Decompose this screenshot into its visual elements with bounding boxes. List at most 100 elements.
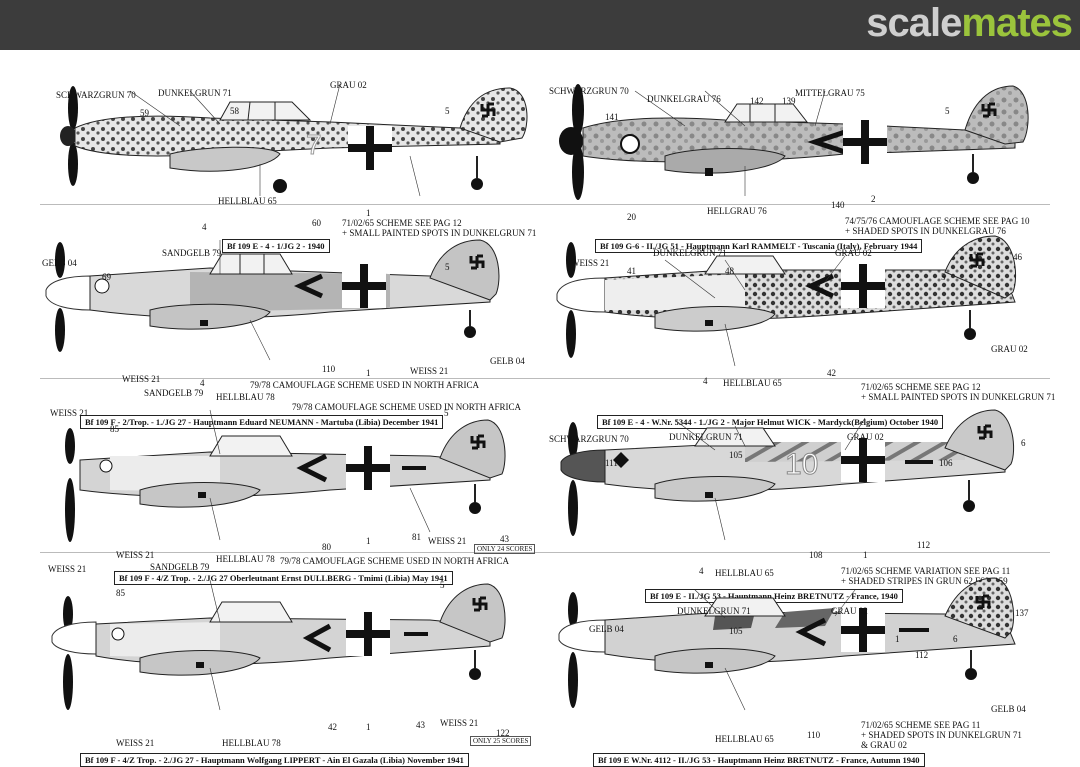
color-callout: HELLGRAU 76 — [707, 206, 767, 216]
color-callout: HELLBLAU 65 — [218, 196, 277, 206]
stencil-number: 142 — [750, 96, 764, 106]
stencil-number: 4 — [202, 222, 207, 232]
color-callout: GRAU 02 — [831, 606, 868, 616]
svg-text:10: 10 — [785, 448, 818, 481]
stencil-number: 81 — [412, 532, 421, 542]
stencil-number: 4 — [200, 378, 205, 388]
color-callout: GELB 04 — [589, 624, 624, 634]
aircraft-panel-2: SCHWARZGRUN 70 DUNKELGRAU 76 MITTELGRAU … — [545, 36, 1065, 253]
stencil-number: 4 — [699, 566, 704, 576]
stencil-number: 1 — [366, 536, 371, 546]
stencil-number: 122 — [496, 728, 510, 738]
top-banner: scalemates — [0, 0, 1080, 50]
instruction-sheet: 7 SCHWARZGRUN 70 DUNKELGRUN 71 GRAU 02 H… — [0, 50, 1080, 767]
aircraft-profile-5 — [65, 409, 506, 542]
aircraft-profile-6: 10 — [560, 409, 1015, 541]
stencil-number: 69 — [102, 272, 111, 282]
color-callout: GRAU 02 — [991, 344, 1028, 354]
color-callout: HELLBLAU 65 — [715, 568, 774, 578]
color-callout: SANDGELB 79 — [162, 248, 222, 258]
aircraft-panel-5: 79/78 CAMOUFLAGE SCHEME USED IN NORTH AF… — [30, 380, 550, 585]
aircraft-profile-7 — [51, 579, 506, 711]
stencil-number: 1 — [366, 722, 371, 732]
aircraft-profile-8 — [558, 577, 1016, 711]
color-callout: WEISS 21 — [571, 258, 610, 268]
svg-text:7: 7 — [306, 129, 322, 160]
stencil-number: 43 — [416, 720, 425, 730]
color-callout: WEISS 21 — [410, 366, 449, 376]
logo-mates-text: mates — [961, 1, 1073, 45]
color-callout: WEISS 21 — [48, 564, 87, 574]
aircraft-caption: Bf 109 F - 2/Trop. - 1./JG 27 - Hauptman… — [80, 415, 444, 429]
stencil-number: 105 — [729, 626, 743, 636]
color-callout: 79/78 CAMOUFLAGE SCHEME USED IN NORTH AF… — [250, 380, 479, 390]
stencil-number: 106 — [939, 458, 953, 468]
score-note: ONLY 25 SCORES — [470, 736, 532, 746]
stencil-number: 1 — [366, 208, 371, 218]
scheme-note: 71/02/65 SCHEME SEE PAG 11 — [861, 720, 981, 730]
aircraft-profile-2 — [559, 84, 1029, 200]
color-callout: GELB 04 — [991, 704, 1026, 714]
stencil-number: 5 — [945, 106, 950, 116]
color-callout: GRAU 02 — [847, 432, 884, 442]
score-note: ONLY 24 SCORES — [474, 544, 536, 554]
stencil-number: 105 — [729, 450, 743, 460]
stencil-number: 85 — [116, 588, 125, 598]
stencil-number: 48 — [725, 266, 734, 276]
color-callout: 79/78 CAMOUFLAGE SCHEME USED IN NORTH AF… — [280, 556, 509, 566]
stencil-number: 5 — [445, 106, 450, 116]
row-divider — [40, 378, 1050, 379]
stencil-number: 108 — [809, 550, 823, 560]
stencil-number: 1 — [895, 634, 900, 644]
stencil-number: 42 — [328, 722, 337, 732]
stencil-number: 1 — [863, 550, 868, 560]
stencil-number: 46 — [1013, 252, 1022, 262]
stencil-number: 2 — [871, 194, 876, 204]
scheme-note: 74/75/76 CAMOUFLAGE SCHEME SEE PAG 10 — [845, 216, 1030, 226]
logo-scale-text: scale — [866, 1, 962, 45]
color-callout: HELLBLAU 78 — [216, 554, 275, 564]
aircraft-panel-3: GELB 04 SANDGELB 79 WEISS 21 HELLBLAU 78… — [30, 210, 550, 429]
color-callout: GRAU 02 — [330, 80, 367, 90]
stencil-number: 42 — [827, 368, 836, 378]
scheme-note: + SMALL PAINTED SPOTS IN DUNKELGRUN 71 — [861, 392, 1056, 402]
stencil-number: 5 — [440, 580, 445, 590]
color-callout: SANDGELB 79 — [150, 562, 210, 572]
stencil-number: 60 — [312, 218, 321, 228]
stencil-number: 59 — [140, 108, 149, 118]
color-callout: SCHWARZGRUN 70 — [549, 434, 629, 444]
aircraft-profile-4 — [556, 235, 1016, 367]
aircraft-panel-4: WEISS 21 DUNKELGRUN 71 GRAU 02 HELLBLAU … — [545, 210, 1065, 429]
aircraft-caption: Bf 109 G-6 - II./JG 51 - Hauptmann Karl … — [595, 239, 923, 253]
aircraft-profile-1: 7 — [60, 83, 528, 197]
stencil-number: 110 — [322, 364, 336, 374]
color-callout: WEISS 21 — [116, 550, 155, 560]
aircraft-caption: Bf 109 E - 4 - W.Nr. 5344 - 1./JG 2 - Ma… — [597, 415, 944, 429]
color-callout: WEISS 21 — [50, 408, 89, 418]
color-callout: DUNKELGRUN 71 — [653, 248, 727, 258]
scheme-note: + SHADED STRIPES IN GRUN 62 FS34159 — [841, 576, 1008, 586]
color-callout: DUNKELGRUN 71 — [158, 88, 232, 98]
stencil-number: 5 — [941, 272, 946, 282]
stencil-number: 6 — [1021, 438, 1026, 448]
aircraft-caption: Bf 109 E - 4 - 1/JG 2 - 1940 — [222, 239, 330, 253]
scheme-note: + SHADED SPOTS IN DUNKELGRAU 76 — [845, 226, 1006, 236]
stencil-number: 112 — [915, 650, 929, 660]
stencil-number: 141 — [605, 112, 619, 122]
scheme-note: & GRAU 02 — [861, 740, 908, 750]
color-callout: DUNKELGRAU 76 — [647, 94, 721, 104]
color-callout: SANDGELB 79 — [144, 388, 204, 398]
scalemates-logo[interactable]: scalemates — [866, 0, 1073, 46]
color-callout: HELLBLAU 78 — [216, 392, 275, 402]
color-callout: GELB 04 — [42, 258, 77, 268]
color-callout: SCHWARZGRUN 70 — [56, 90, 136, 100]
aircraft-panel-8: GELB 04 DUNKELGRUN 71 GRAU 02 HELLBLAU 6… — [545, 550, 1065, 767]
aircraft-caption: Bf 109 E W.Nr. 4112 - II./JG 53 - Hauptm… — [593, 753, 925, 767]
scheme-note: 79/78 CAMOUFLAGE SCHEME USED IN NORTH AF… — [292, 402, 521, 412]
color-callout: DUNKELGRUN 71 — [677, 606, 751, 616]
stencil-number: 20 — [627, 212, 636, 222]
scheme-note: 71/02/65 SCHEME VARIATION SEE PAG 11 — [841, 566, 1011, 576]
stencil-number: 5 — [444, 408, 449, 418]
color-callout: WEISS 21 — [428, 536, 467, 546]
stencil-number: 43 — [500, 534, 509, 544]
